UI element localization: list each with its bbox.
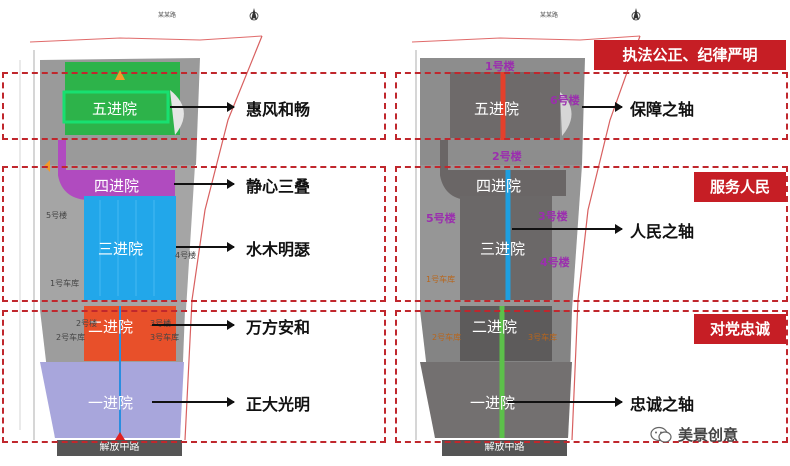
right-arrow-guarantee	[582, 102, 623, 112]
right-building-5: 5号楼	[426, 212, 456, 225]
left-yard-1-fill	[40, 362, 184, 438]
left-band-bottom	[2, 310, 386, 443]
left-theme-1: 正大光明	[246, 395, 311, 414]
left-yard-4-fill	[60, 170, 175, 196]
right-garage-1: 1号车库	[426, 275, 456, 284]
right-site-plan: 某某路 五进院 四进院 三进院 二进院 一进院 1号楼 6号楼 2号楼 5号楼 …	[390, 0, 790, 466]
left-arrow-5	[170, 102, 235, 112]
left-theme-3: 水木明瑟	[246, 240, 311, 259]
right-axis-label-guarantee: 保障之轴	[630, 100, 695, 119]
left-small-3: 3号楼	[150, 318, 171, 329]
right-top-road-label: 某某路	[540, 12, 559, 19]
left-arrow-2	[152, 320, 235, 330]
right-arrow-people	[512, 224, 623, 234]
left-yard-1: 一进院	[88, 394, 134, 412]
right-building-4: 4号楼	[540, 256, 570, 269]
left-top-road-label: 某某路	[158, 12, 177, 19]
right-plan-drawing	[411, 8, 641, 441]
right-garage-2: 2号车库	[432, 333, 462, 342]
right-court-1	[420, 362, 572, 438]
left-theme-4: 静心三叠	[246, 177, 311, 196]
right-axis-label-people: 人民之轴	[630, 222, 695, 241]
left-arrow-1	[152, 397, 235, 407]
right-court-2	[460, 306, 552, 361]
right-band-bottom	[395, 310, 788, 443]
right-garage-3: 3号车库	[528, 333, 558, 342]
right-yard-2: 二进院	[472, 318, 518, 336]
left-arrow-4	[174, 179, 235, 189]
right-arrow-loyalty	[508, 397, 623, 407]
right-yard-5: 五进院	[474, 100, 520, 118]
wechat-icon	[650, 426, 672, 443]
right-yard-4: 四进院	[476, 177, 522, 195]
left-garage-3: 3号车库	[150, 333, 180, 342]
watermark-text: 美景创意	[678, 426, 739, 444]
right-building-3: 3号楼	[538, 210, 568, 223]
left-small-2: 2号楼	[76, 319, 98, 328]
right-axis-label-loyalty: 忠诚之轴	[630, 395, 695, 414]
left-theme-2: 万方安和	[246, 318, 311, 337]
left-small-4: 4号楼	[175, 251, 197, 260]
right-building-1: 1号楼	[485, 60, 515, 73]
left-road: 解放中路	[57, 440, 182, 456]
left-small-5: 5号楼	[46, 211, 68, 220]
left-yard-2-fill	[84, 306, 176, 361]
left-yard-3-fill	[84, 196, 176, 300]
left-yard-5-fill	[65, 62, 180, 135]
right-band-middle	[395, 166, 788, 302]
left-yard-2: 二进院	[88, 318, 134, 336]
watermark: 美景创意	[650, 424, 738, 445]
tag-justice-discipline: 执法公正、纪律严明	[594, 40, 786, 70]
right-building-6: 6号楼	[550, 94, 580, 107]
left-arrow-3	[176, 242, 235, 252]
tag-serve-people: 服务人民	[694, 172, 786, 202]
right-band-top	[395, 72, 788, 140]
left-garage-1: 1号车库	[50, 279, 80, 288]
tag-loyal-party: 对党忠诚	[694, 314, 786, 344]
right-yard-1: 一进院	[470, 394, 516, 412]
left-yard-3: 三进院	[98, 240, 144, 258]
left-yard-4: 四进院	[94, 177, 140, 195]
left-garage-2: 2号车库	[56, 333, 86, 342]
right-court-4	[442, 170, 566, 196]
left-band-top	[2, 72, 386, 140]
right-yard-3: 三进院	[480, 240, 526, 258]
right-road: 解放中路	[442, 440, 567, 456]
left-band-middle	[2, 166, 386, 302]
left-theme-5: 惠风和畅	[246, 100, 311, 119]
right-building-2: 2号楼	[492, 150, 522, 163]
left-yard-5: 五进院	[92, 100, 138, 118]
